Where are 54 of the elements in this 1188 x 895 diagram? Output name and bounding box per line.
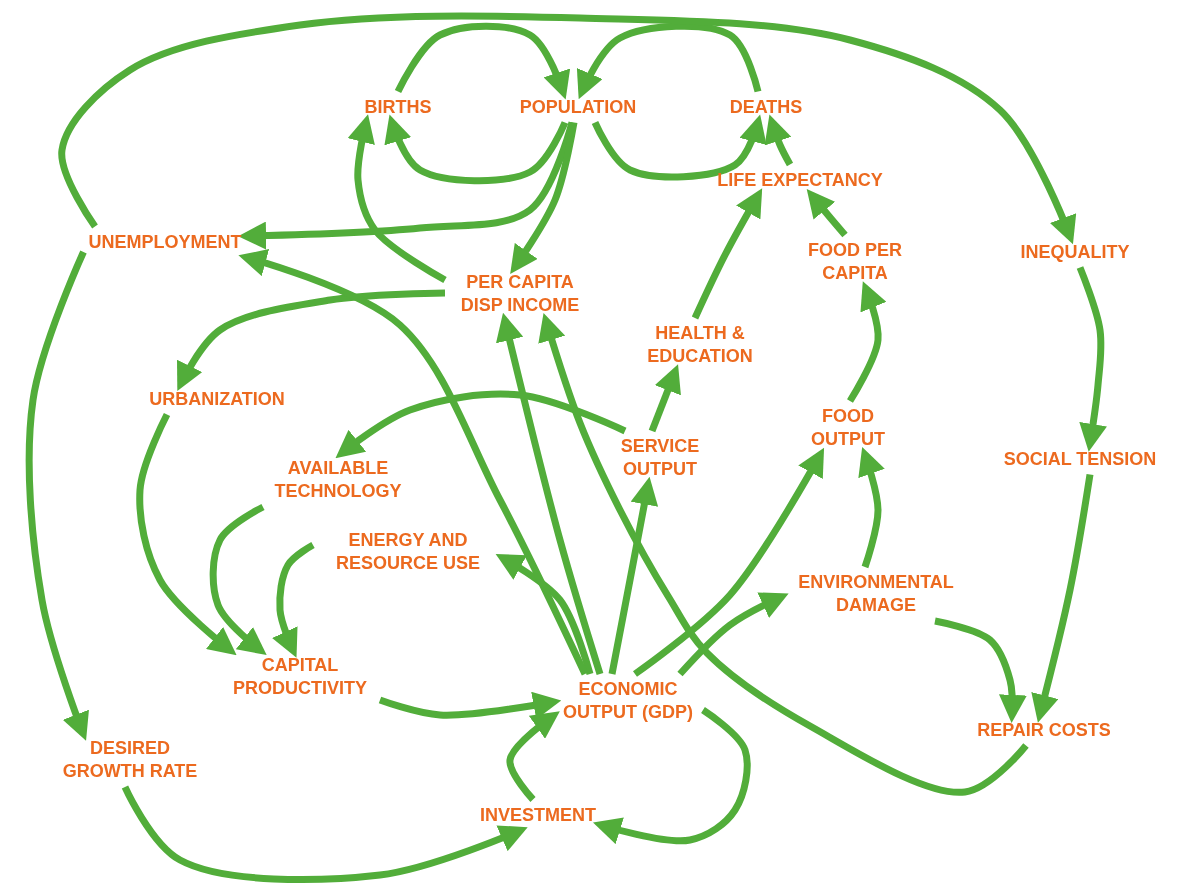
variable-label: ENERGY AND RESOURCE USE — [335, 529, 481, 575]
arrow — [495, 553, 594, 675]
arrow — [648, 364, 681, 433]
arrow — [858, 447, 885, 569]
arrow — [510, 121, 578, 274]
variable-label: LIFE EXPECTANCY — [716, 168, 884, 192]
arrow — [632, 447, 825, 677]
arrow — [847, 281, 887, 403]
variable-label: BIRTHS — [363, 95, 433, 119]
variable-label: FOOD OUTPUT — [810, 405, 886, 451]
arrow — [347, 114, 447, 284]
arrow — [764, 114, 794, 167]
arrow — [538, 312, 1029, 796]
variable-label: URBANIZATION — [148, 387, 286, 411]
arrow — [591, 114, 767, 181]
variable-label: DESIRED GROWTH RATE — [61, 737, 199, 783]
arrow — [121, 785, 528, 883]
variable-label: CAPITAL PRODUCTIVITY — [232, 654, 368, 700]
arrow — [384, 114, 569, 185]
variable-label: PER CAPITA DISP INCOME — [459, 271, 581, 317]
arrow — [272, 541, 315, 658]
variable-label: DEATHS — [728, 95, 804, 119]
arrow — [691, 188, 763, 320]
variable-label: POPULATION — [518, 95, 638, 119]
variable-label: SOCIAL TENSION — [1002, 447, 1158, 471]
arrow — [209, 503, 267, 656]
variable-label: AVAILABLE TECHNOLOGY — [273, 457, 403, 503]
arrow — [577, 22, 762, 100]
arrow — [934, 617, 1027, 723]
variable-label: ECONOMIC OUTPUT (GDP) — [562, 678, 694, 724]
arrow — [1076, 266, 1107, 452]
variable-label: SERVICE OUTPUT — [619, 435, 701, 481]
arrow — [496, 312, 604, 676]
arrow — [592, 707, 751, 845]
arrow — [136, 412, 237, 656]
variable-label: HEALTH & EDUCATION — [646, 322, 754, 368]
arrow — [238, 249, 589, 676]
arrow — [378, 691, 562, 720]
arrow — [177, 289, 446, 391]
arrow — [677, 592, 789, 677]
arrow — [506, 711, 560, 802]
variable-label: INEQUALITY — [1019, 240, 1131, 264]
arrow — [806, 189, 848, 238]
variable-label: INVESTMENT — [479, 803, 597, 827]
arrow — [608, 476, 659, 675]
variable-label: REPAIR COSTS — [976, 718, 1112, 742]
arrow — [58, 12, 1077, 245]
arrow — [335, 390, 627, 459]
arrow — [1031, 473, 1094, 723]
arrow — [394, 22, 570, 100]
variable-label: FOOD PER CAPITA — [807, 239, 903, 285]
arrow — [25, 250, 90, 741]
variable-label: ENVIRONMENTAL DAMAGE — [797, 571, 955, 617]
variable-label: UNEMPLOYMENT — [87, 230, 243, 254]
